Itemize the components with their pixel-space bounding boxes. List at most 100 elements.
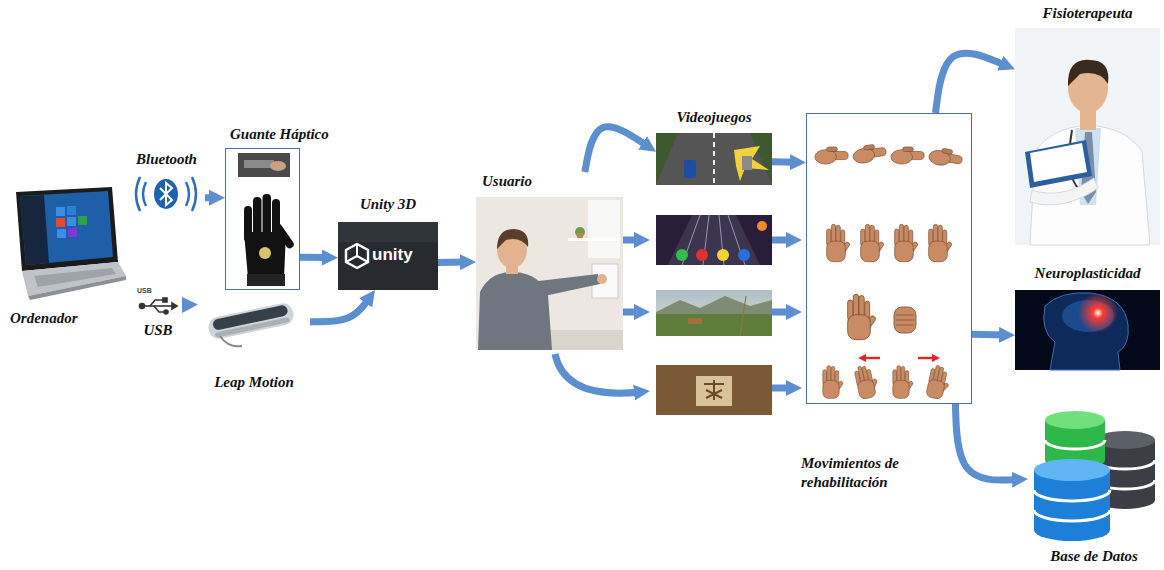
database-illustration [1045,411,1105,429]
direction-arrow [864,357,880,359]
usb-symbol [150,300,163,306]
usb-symbol [142,305,172,307]
node-label: Leap Motion [214,373,294,392]
unity-logo [338,222,438,290]
flow-arrow [205,194,215,201]
brain-illustration [1078,293,1118,333]
user-photo [597,274,607,284]
laptop-illustration [56,207,65,216]
bluetooth-icon [154,179,178,209]
haptic-glove [244,232,286,278]
hand-illustration [854,363,881,399]
laptop-illustration [20,191,113,265]
videogames-node: Videojuegos [656,108,772,186]
guitar-game-screen [682,215,745,265]
leap-motion-device [220,336,242,346]
unity-node: Unity 3D [338,195,438,290]
user-photo [476,197,623,350]
connector-group [182,53,1018,480]
usb-symbol [154,306,164,312]
laptop-illustration [16,187,118,271]
racing-game-screen [734,146,769,181]
unity-logo [346,244,368,268]
usb-symbol [163,298,167,302]
flow-arrow [555,354,640,393]
leap-motion-device [207,301,296,340]
unity-logo [346,244,368,262]
hand-illustration [815,147,848,164]
database-illustration [1034,490,1110,521]
physiotherapist-photo [1068,60,1108,86]
user-photo [540,330,623,350]
direction-arrow [864,357,934,359]
racing-game-screen [656,133,772,185]
flow-arrow [182,301,188,308]
flow-arrow [972,331,1005,339]
hand-illustration [894,307,916,333]
guitar-game-screen [656,215,772,265]
logo-text: unity [372,246,413,265]
glove-box: Guante Háptico [225,148,300,290]
physiotherapist-photo [1015,28,1160,245]
node-label: Base de Datos [1050,547,1138,566]
hand-illustration [928,146,964,169]
hand-illustration [823,366,844,399]
node-label: Bluetooth [136,150,197,169]
flow-arrow [623,309,640,316]
laptop-illustration [56,218,65,227]
guitar-game-screen [668,215,760,265]
usb-symbol [172,303,177,309]
flow-arrow [310,298,369,322]
flow-arrow [438,259,466,266]
unity-logo [338,222,438,242]
board-game-screen [704,380,724,400]
laptop-illustration [78,216,87,225]
database-illustration [1045,440,1105,449]
racing-game-screen [713,133,715,185]
bluetooth-icon [186,182,189,206]
guitar-game-screen [757,221,767,231]
bluetooth-icon [160,183,172,205]
user-photo [575,227,585,237]
movements-box: Movimientos de rehabilitación [806,113,972,404]
node-label: Fisioterapeuta [1042,4,1132,23]
leap-motion-node: Leap Motion [198,297,310,392]
physiotherapist-photo [1030,125,1150,245]
glove-photo [244,160,274,168]
node-label: Guante Háptico [230,125,329,144]
board-game-screen [656,365,772,415]
physiotherapist-photo [1030,143,1087,182]
board-game-screen [696,376,732,406]
flow-arrow [623,237,640,244]
logo-text: unity [372,246,413,265]
brain-illustration [1015,290,1160,370]
haptic-glove [244,194,295,286]
usb-node: USB [134,286,182,340]
bluetooth-node: Bluetooth [128,150,205,212]
user-photo [530,274,600,298]
direction-arrow [918,357,934,359]
nature-game-screen [656,290,772,336]
node-label: Unity 3D [360,195,416,214]
brain-illustration [1044,293,1129,370]
user-photo [577,233,583,238]
laptop-illustration [22,262,126,296]
usb-symbol [140,298,178,314]
laptop-illustration [57,229,66,238]
hand-illustration [893,366,914,399]
guitar-game-screen [656,215,772,265]
hand-illustration [929,224,953,261]
guitar-game-screen [676,249,688,261]
haptic-glove [259,247,271,259]
physiotherapist-photo [1030,178,1098,205]
glove-photo [270,161,286,171]
leap-motion-device [215,317,290,338]
database-illustration [1034,411,1155,541]
leap-motion-device [207,301,296,346]
hand-illustration [861,224,885,261]
user-photo [588,200,620,258]
bluetooth-icon [143,182,146,206]
laptop-illustration [68,228,77,237]
